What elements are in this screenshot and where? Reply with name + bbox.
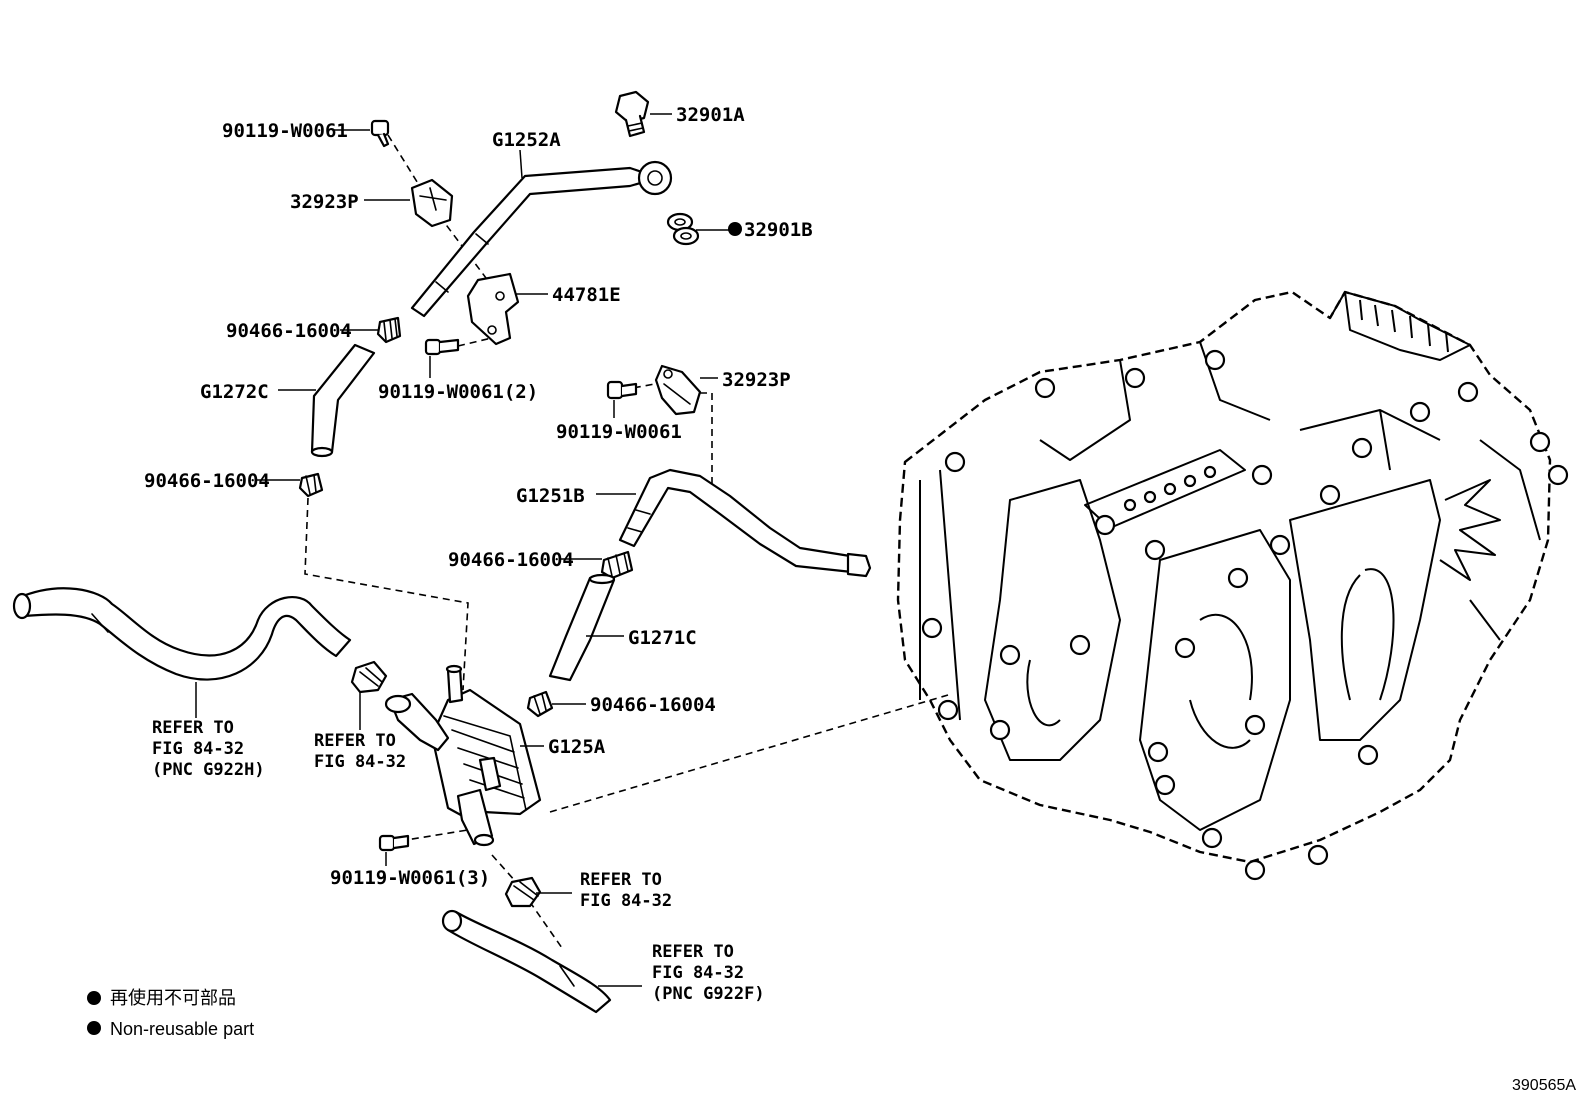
legend-marker-en: [87, 1021, 101, 1035]
label-32901B: 32901B: [744, 219, 813, 241]
legend-marker-jp: [87, 991, 101, 1005]
clamp-32923P-middle: [654, 364, 702, 416]
non-reusable-marker-32901B: [728, 222, 742, 236]
clamp-90466-16004-1: [376, 316, 402, 344]
bolt-32901A: [614, 90, 650, 138]
label-44781E: 44781E: [552, 284, 621, 306]
svg-text:FIG 84-32: FIG 84-32: [152, 739, 244, 759]
svg-text:REFER TO: REFER TO: [152, 718, 234, 738]
clamp-90466-16004-3: [600, 550, 634, 580]
clamp-bottom: [504, 876, 542, 908]
hose-G1271C: [548, 573, 616, 682]
svg-text:(PNC G922H): (PNC G922H): [152, 760, 265, 780]
figure-id: 390565A: [1512, 1077, 1576, 1094]
hose-G1272C: [310, 343, 376, 458]
legend: 再使用不可部品 Non-reusable part: [87, 988, 254, 1039]
label-G1252A: G1252A: [492, 129, 561, 151]
svg-text:FIG 84-32: FIG 84-32: [580, 891, 672, 911]
label-90466-16004-4: 90466-16004: [590, 694, 716, 716]
hose-bottom-G922F: [441, 909, 612, 1014]
clamp-left-of-cooler: [350, 660, 388, 694]
label-G125A: G125A: [548, 736, 606, 758]
label-G1251B: G1251B: [516, 485, 585, 507]
svg-text:FIG 84-32: FIG 84-32: [652, 963, 744, 983]
pipe-G1252A: [410, 160, 673, 318]
svg-text:REFER TO: REFER TO: [314, 731, 396, 751]
refer-note-3: REFER TO FIG 84-32: [580, 870, 672, 911]
transaxle-bolts: [921, 349, 1569, 881]
label-90119-W0061-top: 90119-W0061: [222, 120, 348, 142]
label-32923P-top: 32923P: [290, 191, 359, 213]
label-32901A: 32901A: [676, 104, 745, 126]
gasket-32901B: [666, 212, 700, 246]
label-G1272C: G1272C: [200, 381, 269, 403]
transaxle-assembly: [896, 290, 1569, 881]
label-90466-16004-3: 90466-16004: [448, 549, 574, 571]
svg-text:REFER TO: REFER TO: [652, 942, 734, 962]
label-32923P-middle: 32923P: [722, 369, 791, 391]
leader-lines: [195, 113, 730, 987]
clamp-90466-16004-2: [298, 472, 324, 498]
legend-text-en: Non-reusable part: [110, 1019, 254, 1039]
svg-text:(PNC G922F): (PNC G922F): [652, 984, 765, 1004]
legend-text-jp: 再使用不可部品: [110, 988, 236, 1008]
oil-cooler-G125A: [384, 664, 542, 847]
label-90466-16004-2: 90466-16004: [144, 470, 270, 492]
bolt-90119-W0061-2: [424, 338, 460, 356]
bolt-90119-W0061-3: [378, 834, 410, 852]
bracket-44781E: [466, 272, 520, 346]
svg-text:FIG 84-32: FIG 84-32: [314, 752, 406, 772]
bolt-90119-W0061-top: [370, 119, 390, 148]
label-90119-W0061-3: 90119-W0061(3): [330, 867, 490, 889]
clamp-32923P-top: [410, 178, 454, 228]
callout-labels: 90119-W0061 32923P G1252A 32901A 32901B …: [144, 104, 813, 889]
label-90119-W0061-middle: 90119-W0061: [556, 421, 682, 443]
refer-note-1: REFER TO FIG 84-32 (PNC G922H): [152, 718, 265, 780]
svg-text:REFER TO: REFER TO: [580, 870, 662, 890]
label-G1271C: G1271C: [628, 627, 697, 649]
refer-note-4: REFER TO FIG 84-32 (PNC G922F): [652, 942, 765, 1004]
pipe-G1251B: [618, 468, 872, 578]
bolt-90119-W0061-middle: [606, 380, 638, 400]
refer-note-2: REFER TO FIG 84-32: [314, 731, 406, 772]
clamp-90466-16004-4: [526, 690, 554, 718]
label-90119-W0061-2: 90119-W0061(2): [378, 381, 538, 403]
hose-left-G922H: [12, 587, 352, 681]
label-90466-16004-1: 90466-16004: [226, 320, 352, 342]
